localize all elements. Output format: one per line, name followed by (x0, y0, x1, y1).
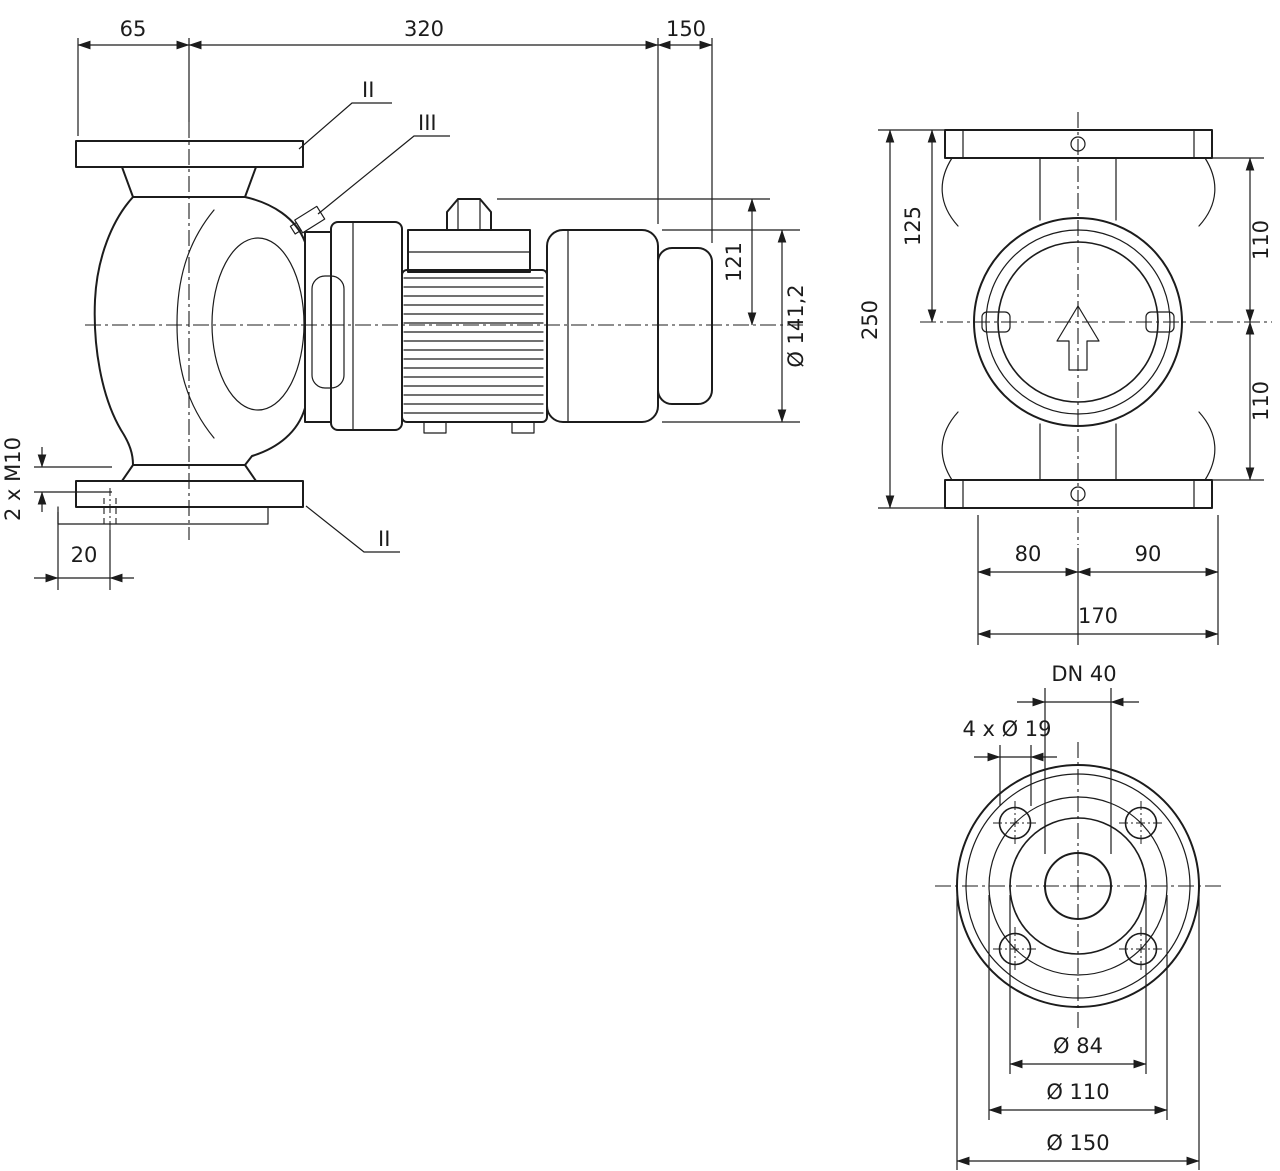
leader-line-vent (317, 135, 450, 215)
support-foot (57, 506, 269, 525)
side-view-dimensions: 65 320 150 121 Ø 141,2 2 x M10 20 (1, 17, 808, 590)
label-section-bottom: II (378, 527, 390, 551)
dim-nominal-bore: DN 40 (1051, 662, 1116, 686)
casing-inner-curve (176, 209, 215, 439)
dim-flange-to-axis: 65 (120, 17, 147, 41)
flange-hole-top (1070, 136, 1086, 152)
bore-circle (1044, 852, 1112, 920)
casing-right-outline (244, 196, 306, 466)
motor-foot (511, 421, 535, 434)
dim-outer-diameter: Ø 150 (1046, 1131, 1109, 1155)
front-top-flange (944, 129, 1213, 159)
cooling-fins (403, 277, 544, 414)
motor-foot (423, 421, 447, 434)
flange-view: DN 40 4 x Ø 19 Ø 84 Ø 110 Ø 150 (935, 662, 1222, 1170)
leader-line-bottom (305, 505, 400, 553)
dim-removal-space: 150 (666, 17, 706, 41)
raised-face-circle (1009, 817, 1147, 955)
foot-thread-hole (103, 496, 117, 524)
pump-casing (57, 140, 306, 530)
side-boss-right (1145, 311, 1175, 333)
front-view: 250 125 110 110 80 90 170 (858, 112, 1273, 645)
volute-outer-circle (973, 217, 1183, 427)
front-body (941, 129, 1216, 509)
dim-port-top: 110 (1249, 220, 1273, 260)
dim-foot-total: 170 (1078, 604, 1118, 628)
side-boss-left (981, 311, 1011, 333)
front-bottom-flange (944, 479, 1213, 509)
motor (401, 229, 713, 434)
dim-bolt-holes: 4 x Ø 19 (962, 717, 1051, 741)
flange-body (956, 764, 1200, 1008)
terminal-box (407, 198, 531, 273)
dim-port-bottom: 110 (1249, 381, 1273, 421)
label-section-top: II (362, 78, 374, 102)
dim-bolt-circle: Ø 110 (1046, 1080, 1109, 1104)
lantern-window (311, 275, 345, 389)
flange-view-dimensions: DN 40 4 x Ø 19 Ø 84 Ø 110 Ø 150 (956, 662, 1200, 1170)
fan-cover (657, 247, 713, 405)
vent-plug (289, 205, 326, 235)
dim-foot-thread: 2 x M10 (1, 437, 25, 521)
bolt-circle (988, 796, 1168, 976)
flange-outer-circle (956, 764, 1200, 1008)
volute-inner-circle (997, 241, 1159, 403)
front-view-dimensions: 250 125 110 110 80 90 170 (858, 129, 1273, 645)
dim-axis-to-flange-face: 125 (901, 206, 925, 246)
volute-middle-circle (985, 229, 1171, 415)
top-flange (75, 140, 304, 168)
casing-left-outline (93, 196, 134, 466)
label-vent-plug: III (418, 111, 437, 135)
dim-motor-diameter: Ø 141,2 (784, 284, 808, 367)
dim-foot-edge: 20 (71, 543, 98, 567)
dim-foot-left: 80 (1015, 542, 1042, 566)
cable-gland (446, 198, 492, 231)
side-view: 65 320 150 121 Ø 141,2 2 x M10 20 (1, 17, 808, 590)
motor-rear-housing (546, 229, 659, 423)
casing-gussets (941, 157, 1216, 481)
dim-axis-to-terminal-top: 121 (722, 242, 746, 282)
dim-axis-to-motor-end: 320 (404, 17, 444, 41)
port-pipe (1039, 157, 1117, 481)
section-labels: II III II (298, 78, 450, 553)
dim-foot-right: 90 (1135, 542, 1162, 566)
flange-hole-bottom (1070, 486, 1086, 502)
bolt-hole-centermarks (993, 801, 1163, 971)
flange-bevel-circle (965, 773, 1191, 999)
dim-raised-face: Ø 84 (1053, 1034, 1103, 1058)
leader-line-top (298, 102, 392, 150)
motor-fin-housing (401, 269, 548, 423)
impeller-chamber (211, 237, 305, 411)
bottom-flange (75, 480, 304, 508)
flow-direction-arrow (1056, 305, 1100, 371)
motor-lantern (304, 221, 403, 431)
dim-total-height: 250 (858, 300, 882, 340)
